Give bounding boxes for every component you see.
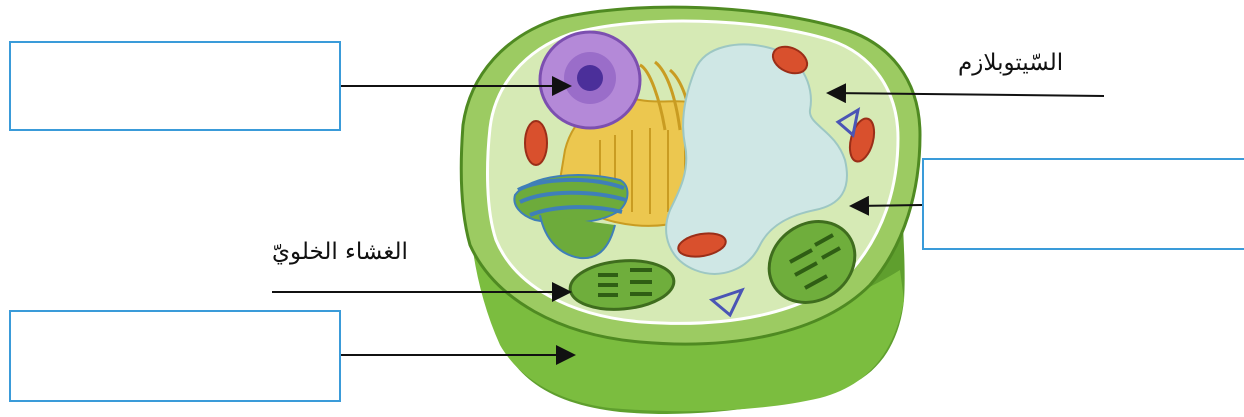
label-cell-membrane: الغشاء الخلويّ: [272, 239, 408, 265]
answer-box-vacuole[interactable]: [922, 158, 1244, 250]
nucleus: [540, 32, 640, 128]
answer-box-cell-wall[interactable]: [9, 310, 341, 402]
label-cytoplasm: السّيتوبلازم: [958, 50, 1063, 76]
arrow-vacuole: [853, 205, 922, 206]
answer-box-nucleus[interactable]: [9, 41, 341, 131]
